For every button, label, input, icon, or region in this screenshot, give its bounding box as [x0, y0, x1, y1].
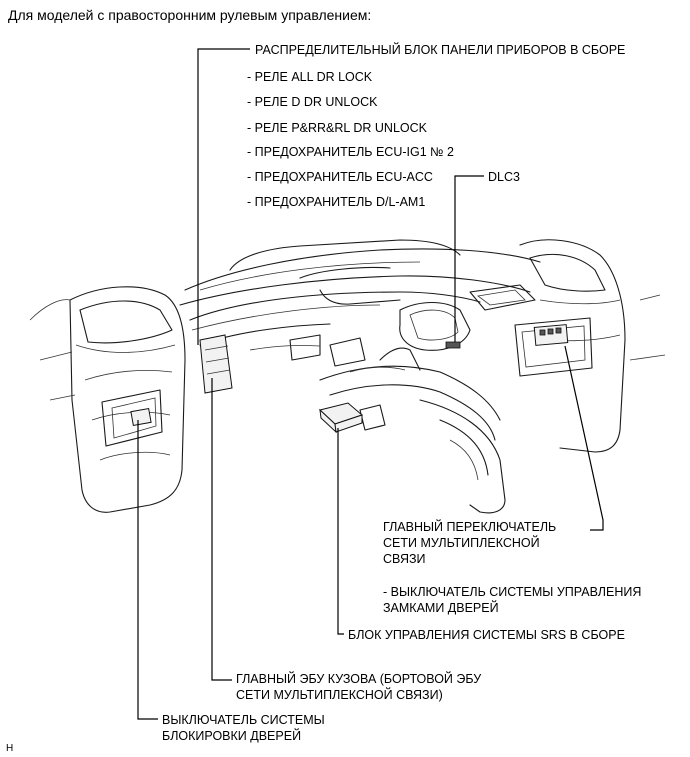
center-console-drawing	[319, 347, 506, 514]
block-item-label: - ПРЕДОХРАНИТЕЛЬ ECU-ACC	[247, 170, 433, 184]
block-item-label: - РЕЛЕ D DR UNLOCK	[247, 95, 378, 109]
instrument-panel-block-label: РАСПРЕДЕЛИТЕЛЬНЫЙ БЛОК ПАНЕЛИ ПРИБОРОВ В…	[255, 43, 626, 57]
page-heading: Для моделей с правосторонним рулевым упр…	[8, 7, 372, 23]
leader-lines	[137, 48, 604, 720]
block-item-label: - РЕЛЕ P&RR&RL DR UNLOCK	[247, 121, 427, 135]
left-door-drawing	[29, 286, 186, 513]
door-lock-control-switch-label-line1: - ВЫКЛЮЧАТЕЛЬ СИСТЕМЫ УПРАВЛЕНИЯ	[383, 585, 642, 599]
dashboard-drawing	[179, 239, 541, 367]
right-door-drawing	[514, 239, 666, 453]
dlc3-label: DLC3	[488, 170, 520, 184]
corner-mark: H	[6, 743, 14, 754]
srs-block-label: БЛОК УПРАВЛЕНИЯ СИСТЕМЫ SRS В СБОРЕ	[348, 628, 625, 642]
body-ecu-part	[199, 334, 233, 394]
block-item-label: - ПРЕДОХРАНИТЕЛЬ ECU-IG1 № 2	[247, 145, 454, 159]
multiplex-switch-label-line2: СЕТИ МУЛЬТИПЛЕКСНОЙ	[383, 536, 540, 550]
multiplex-switch-label-line3: СВЯЗИ	[383, 552, 426, 566]
door-lock-switch-label-line2: БЛОКИРОВКИ ДВЕРЕЙ	[162, 729, 302, 743]
block-item-label: - ПРЕДОХРАНИТЕЛЬ D/L-AM1	[247, 195, 426, 209]
multiplex-switch-label-line1: ГЛАВНЫЙ ПЕРЕКЛЮЧАТЕЛЬ	[383, 520, 557, 534]
body-ecu-label-line1: ГЛАВНЫЙ ЭБУ КУЗОВА (БОРТОВОЙ ЭБУ	[236, 672, 482, 686]
srs-block-part	[318, 402, 363, 434]
door-lock-switch-label-line1: ВЫКЛЮЧАТЕЛЬ СИСТЕМЫ	[162, 713, 325, 727]
body-ecu-label-line2: СЕТИ МУЛЬТИПЛЕКСНОЙ СВЯЗИ)	[236, 688, 443, 702]
door-lock-control-switch-label-line2: ЗАМКАМИ ДВЕРЕЙ	[383, 601, 499, 615]
block-item-label: - РЕЛЕ ALL DR LOCK	[247, 70, 373, 84]
